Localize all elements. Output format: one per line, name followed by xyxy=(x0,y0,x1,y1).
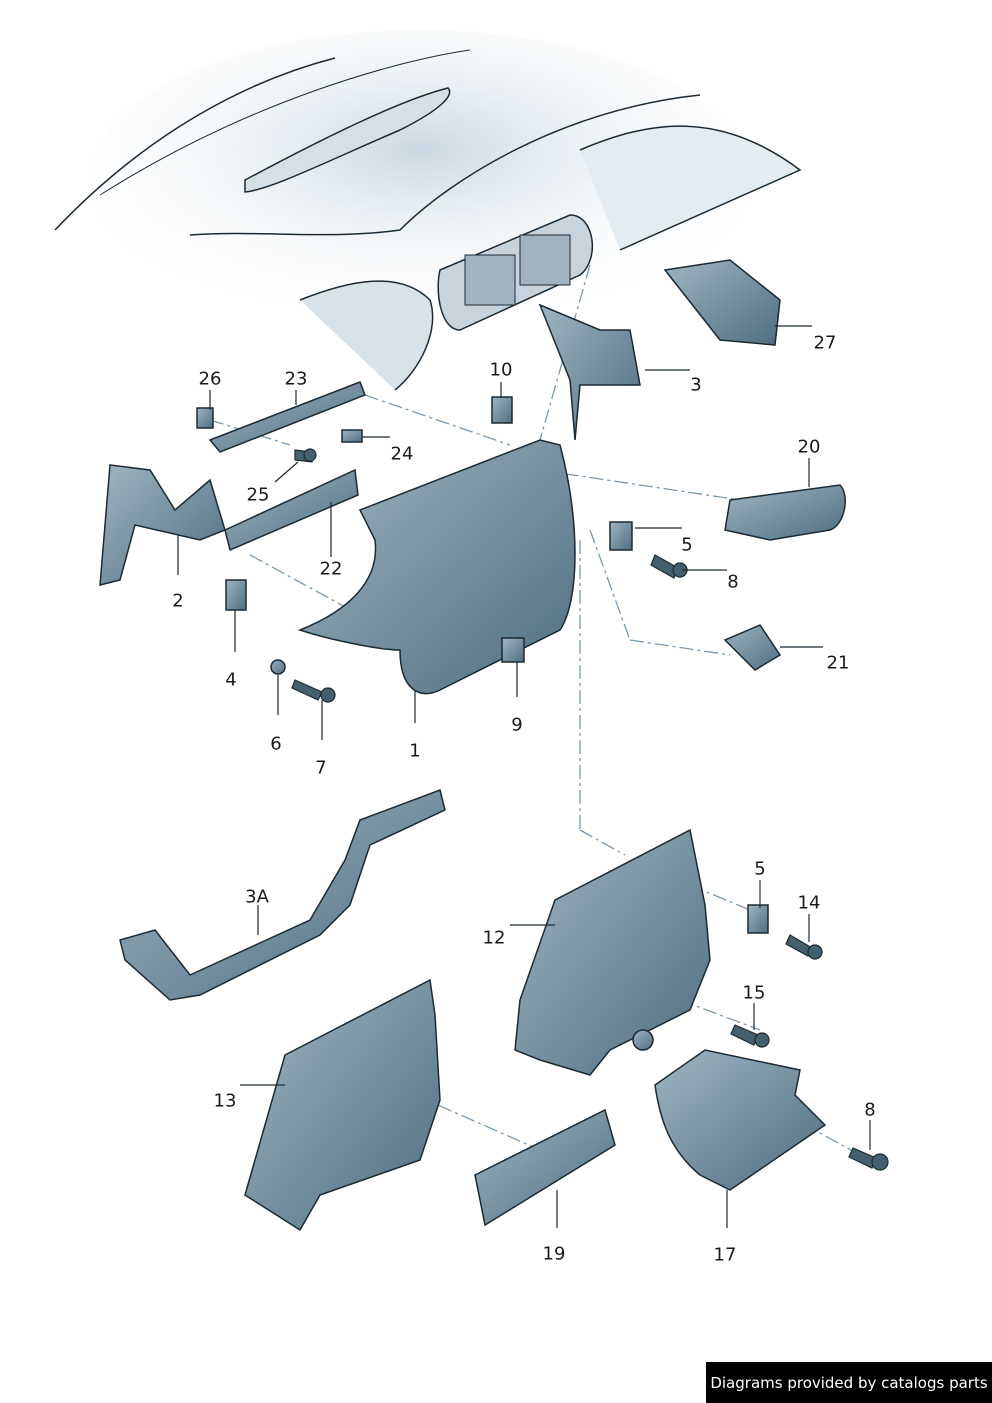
part-23-strip xyxy=(208,381,366,453)
callout-25: 25 xyxy=(246,484,270,506)
part-13-console xyxy=(244,978,441,1232)
callout-5: 5 xyxy=(681,534,693,556)
part-9-clip xyxy=(501,637,525,663)
screws xyxy=(291,448,889,1171)
part-20-cover xyxy=(724,484,846,541)
part-26-clip xyxy=(196,407,214,429)
callout-5b: 5 xyxy=(754,858,766,880)
callout-22: 22 xyxy=(319,558,343,580)
dashboard-outline xyxy=(54,30,802,391)
callout-6: 6 xyxy=(270,733,282,755)
callout-14: 14 xyxy=(797,892,821,914)
callout-20: 20 xyxy=(797,436,821,458)
part-21-clip xyxy=(723,624,782,671)
callout-7: 7 xyxy=(315,757,327,779)
callout-19: 19 xyxy=(542,1243,566,1265)
callout-17: 17 xyxy=(713,1244,737,1266)
callout-24: 24 xyxy=(390,443,414,465)
part-3A-bracket xyxy=(119,789,446,1001)
credit-banner: Diagrams provided by catalogs parts xyxy=(706,1362,992,1403)
part-5-clip xyxy=(609,521,633,551)
callout-13: 13 xyxy=(213,1090,237,1112)
callout-2: 2 xyxy=(172,590,184,612)
part-3-bracket xyxy=(538,303,641,441)
callout-9: 9 xyxy=(511,714,523,736)
callout-26: 26 xyxy=(198,368,222,390)
callout-4: 4 xyxy=(225,669,237,691)
callout-12: 12 xyxy=(482,927,506,949)
callout-3: 3 xyxy=(690,374,702,396)
callout-1: 1 xyxy=(409,740,421,762)
part-5b-clip xyxy=(747,904,769,934)
callout-3a: 3A xyxy=(245,886,269,908)
part-15-knob xyxy=(632,1029,654,1051)
callout-15: 15 xyxy=(742,982,766,1004)
callout-10: 10 xyxy=(489,359,513,381)
callout-21: 21 xyxy=(826,652,850,674)
callout-lines xyxy=(177,325,871,1228)
part-4-clip xyxy=(225,579,247,611)
part-27-plate xyxy=(663,259,781,346)
callout-8: 8 xyxy=(727,571,739,593)
callout-8b: 8 xyxy=(864,1099,876,1121)
part-2-bracket xyxy=(99,464,226,586)
part-10-clip xyxy=(491,396,513,424)
part-17-tray xyxy=(654,1049,827,1191)
callout-27: 27 xyxy=(813,332,837,354)
part-12-console xyxy=(514,828,711,1076)
part-22-strip xyxy=(224,468,359,552)
part-24-clip xyxy=(341,429,363,443)
callout-23: 23 xyxy=(284,368,308,390)
part-6-washer xyxy=(270,659,286,675)
part-19-panel xyxy=(474,1108,616,1227)
part-1-glovebox-frame xyxy=(297,439,576,695)
